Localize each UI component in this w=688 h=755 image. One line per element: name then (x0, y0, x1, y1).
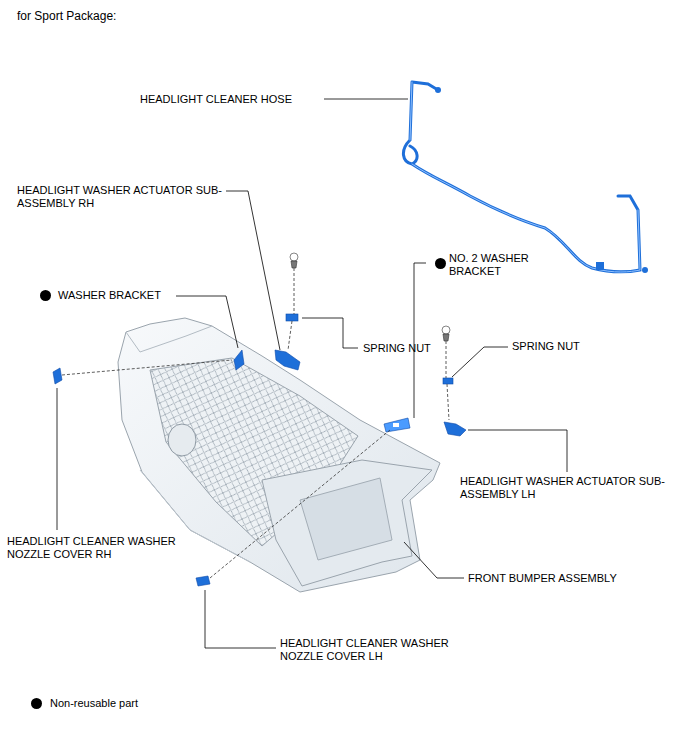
part-name: WASHER BRACKET (58, 289, 161, 302)
page-title: for Sport Package: (17, 9, 116, 23)
non-reusable-mark (40, 290, 51, 301)
assembly-lines (62, 268, 449, 578)
part-name: NO. 2 WASHER BRACKET (449, 252, 544, 278)
front-bumper-drawing (118, 318, 440, 592)
part-name: HEADLIGHT CLEANER WASHER NOZZLE COVER LH (280, 637, 480, 663)
part-name: HEADLIGHT CLEANER WASHER NOZZLE COVER RH (7, 535, 207, 561)
part-name: FRONT BUMPER ASSEMBLY (468, 572, 617, 585)
legend-dot (31, 698, 42, 709)
part-name: SPRING NUT (512, 340, 580, 353)
part-name: HEADLIGHT CLEANER HOSE (140, 93, 292, 106)
leader-lines (57, 99, 567, 648)
part-name: HEADLIGHT WASHER ACTUATOR SUB-ASSEMBLY R… (17, 184, 222, 210)
part-name: SPRING NUT (363, 342, 431, 355)
part-name: HEADLIGHT WASHER ACTUATOR SUB-ASSEMBLY L… (460, 475, 665, 501)
hose-drawing (403, 82, 648, 273)
non-reusable-mark (435, 258, 446, 269)
legend-text: Non-reusable part (50, 697, 138, 710)
